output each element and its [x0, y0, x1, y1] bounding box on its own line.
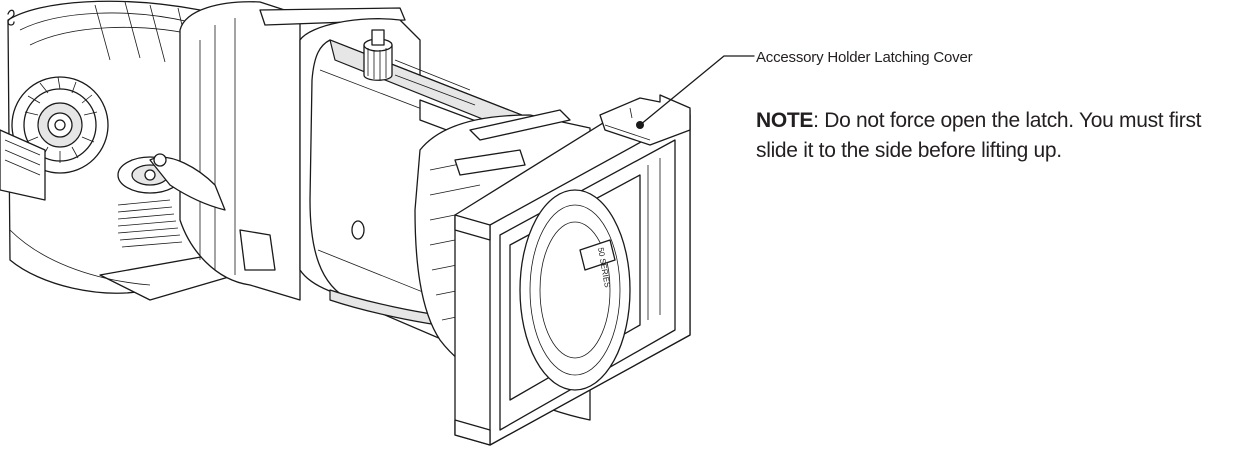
- accessory-holder: 50 SERIES: [454, 99, 691, 446]
- side-handle: [0, 129, 46, 201]
- note-body: : Do not force open the latch. You must …: [756, 109, 1202, 162]
- note-label: NOTE: [756, 109, 814, 132]
- note-text: NOTE: Do not force open the latch. You m…: [756, 106, 1236, 166]
- corner-mark: [7, 9, 15, 26]
- callout-leader: [639, 55, 755, 126]
- lock-lever: [149, 153, 226, 211]
- focus-knob: [363, 29, 393, 81]
- callout-label: Accessory Holder Latching Cover: [756, 49, 973, 66]
- vent-grill: [117, 199, 183, 248]
